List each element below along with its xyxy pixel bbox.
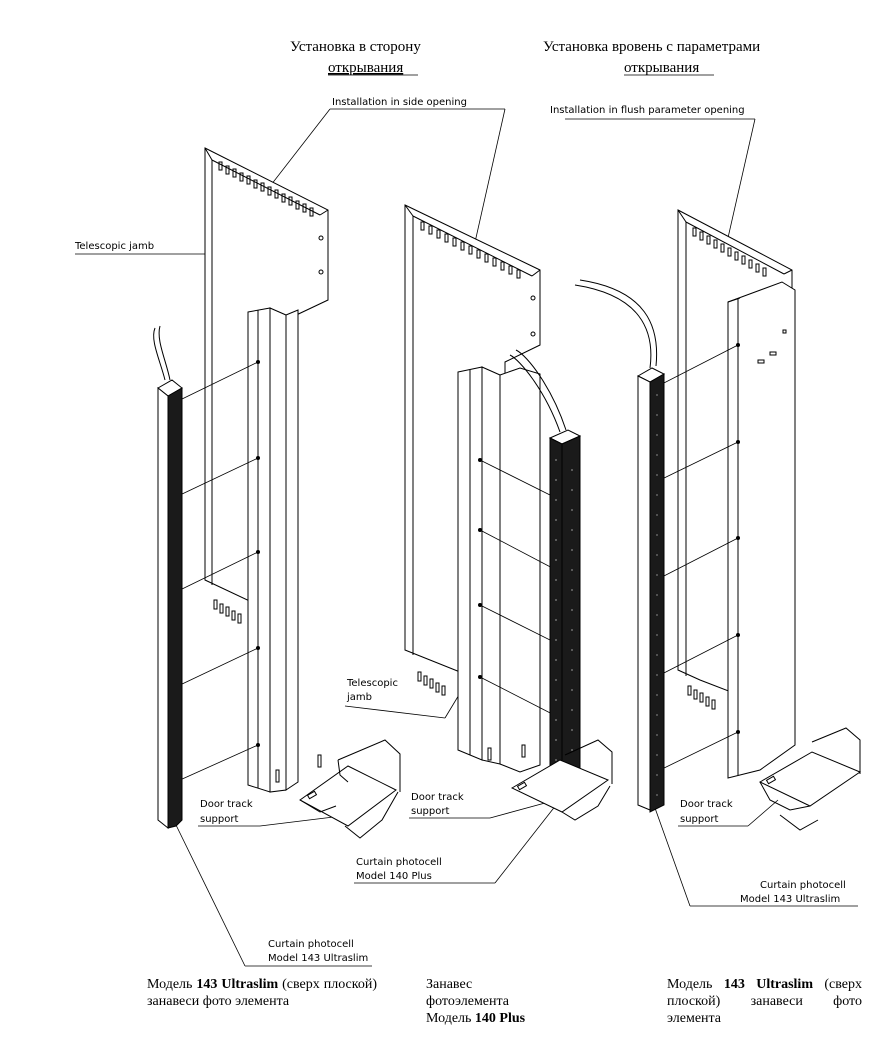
heading-left-line2: открывания — [328, 60, 403, 76]
jamb-channel-left — [247, 307, 271, 793]
label-door-track-3-line1: Door track — [680, 799, 733, 810]
label-door-track-1-line2: support — [200, 814, 238, 825]
caption-middle-line3: Модель 140 Plus — [426, 1010, 566, 1027]
label-curtain-143-right-line1: Curtain photocell — [760, 880, 846, 891]
label-curtain-143-right-line2: Model 143 Ultraslim — [740, 894, 840, 905]
caption-left-post: (сверх плоской) занавеси фото элемента — [147, 977, 378, 1009]
caption-middle-bold3: 140 Plus — [474, 1011, 526, 1026]
middle-assembly — [404, 204, 613, 821]
door-track-support-left — [299, 739, 401, 839]
caption-middle-line1: Занавес — [426, 977, 473, 992]
heading-right-line1: Установка вровень с параметрами — [543, 39, 760, 55]
label-curtain-140-line2: Model 140 Plus — [356, 871, 432, 882]
caption-middle: Занавес фотоэлемента Модель 140 Plus — [426, 976, 566, 1027]
label-installation-side: Installation in side opening — [332, 97, 467, 108]
caption-left: Модель 143 Ultraslim (сверх плоской) зан… — [147, 976, 377, 1010]
heading-right-line2: открывания — [624, 60, 699, 76]
label-installation-flush: Installation in flush parameter opening — [550, 105, 745, 116]
left-assembly — [153, 147, 401, 839]
label-door-track-2-line1: Door track — [411, 792, 464, 803]
caption-left-pre: Модель — [147, 977, 197, 992]
caption-right-post: (сверх плоской) занавеси фото элемента — [667, 977, 863, 1026]
door-track-support-middle — [510, 739, 613, 821]
caption-right-bold: 143 Ultraslim — [723, 977, 813, 992]
cable-middle — [509, 354, 561, 433]
door-track-support-right — [758, 727, 862, 831]
jamb-channel-right — [727, 281, 796, 779]
caption-right-pre: Модель — [667, 977, 724, 992]
caption-right: Модель 143 Ultraslim (сверх плоской) зан… — [667, 976, 862, 1027]
cable-left — [153, 327, 166, 381]
caption-middle-pre3: Модель — [426, 1011, 475, 1026]
label-door-track-3-line2: support — [680, 814, 718, 825]
heading-left-line1: Установка в сторону — [290, 39, 421, 55]
label-telescopic-jamb-1: Telescopic jamb — [74, 241, 154, 252]
label-door-track-1-line1: Door track — [200, 799, 253, 810]
caption-middle-line2: фотоэлемента — [426, 994, 510, 1009]
caption-left-bold: 143 Ultraslim — [196, 977, 279, 992]
label-telescopic-jamb-2-line2: jamb — [346, 692, 372, 703]
label-door-track-2-line2: support — [411, 806, 449, 817]
label-curtain-140-line1: Curtain photocell — [356, 857, 442, 868]
label-curtain-143-left-line2: Model 143 Ultraslim — [268, 953, 368, 964]
label-curtain-143-left-line1: Curtain photocell — [268, 939, 354, 950]
label-telescopic-jamb-2-line1: Telescopic — [346, 678, 398, 689]
cable-right — [574, 284, 652, 369]
right-assembly — [574, 209, 862, 831]
